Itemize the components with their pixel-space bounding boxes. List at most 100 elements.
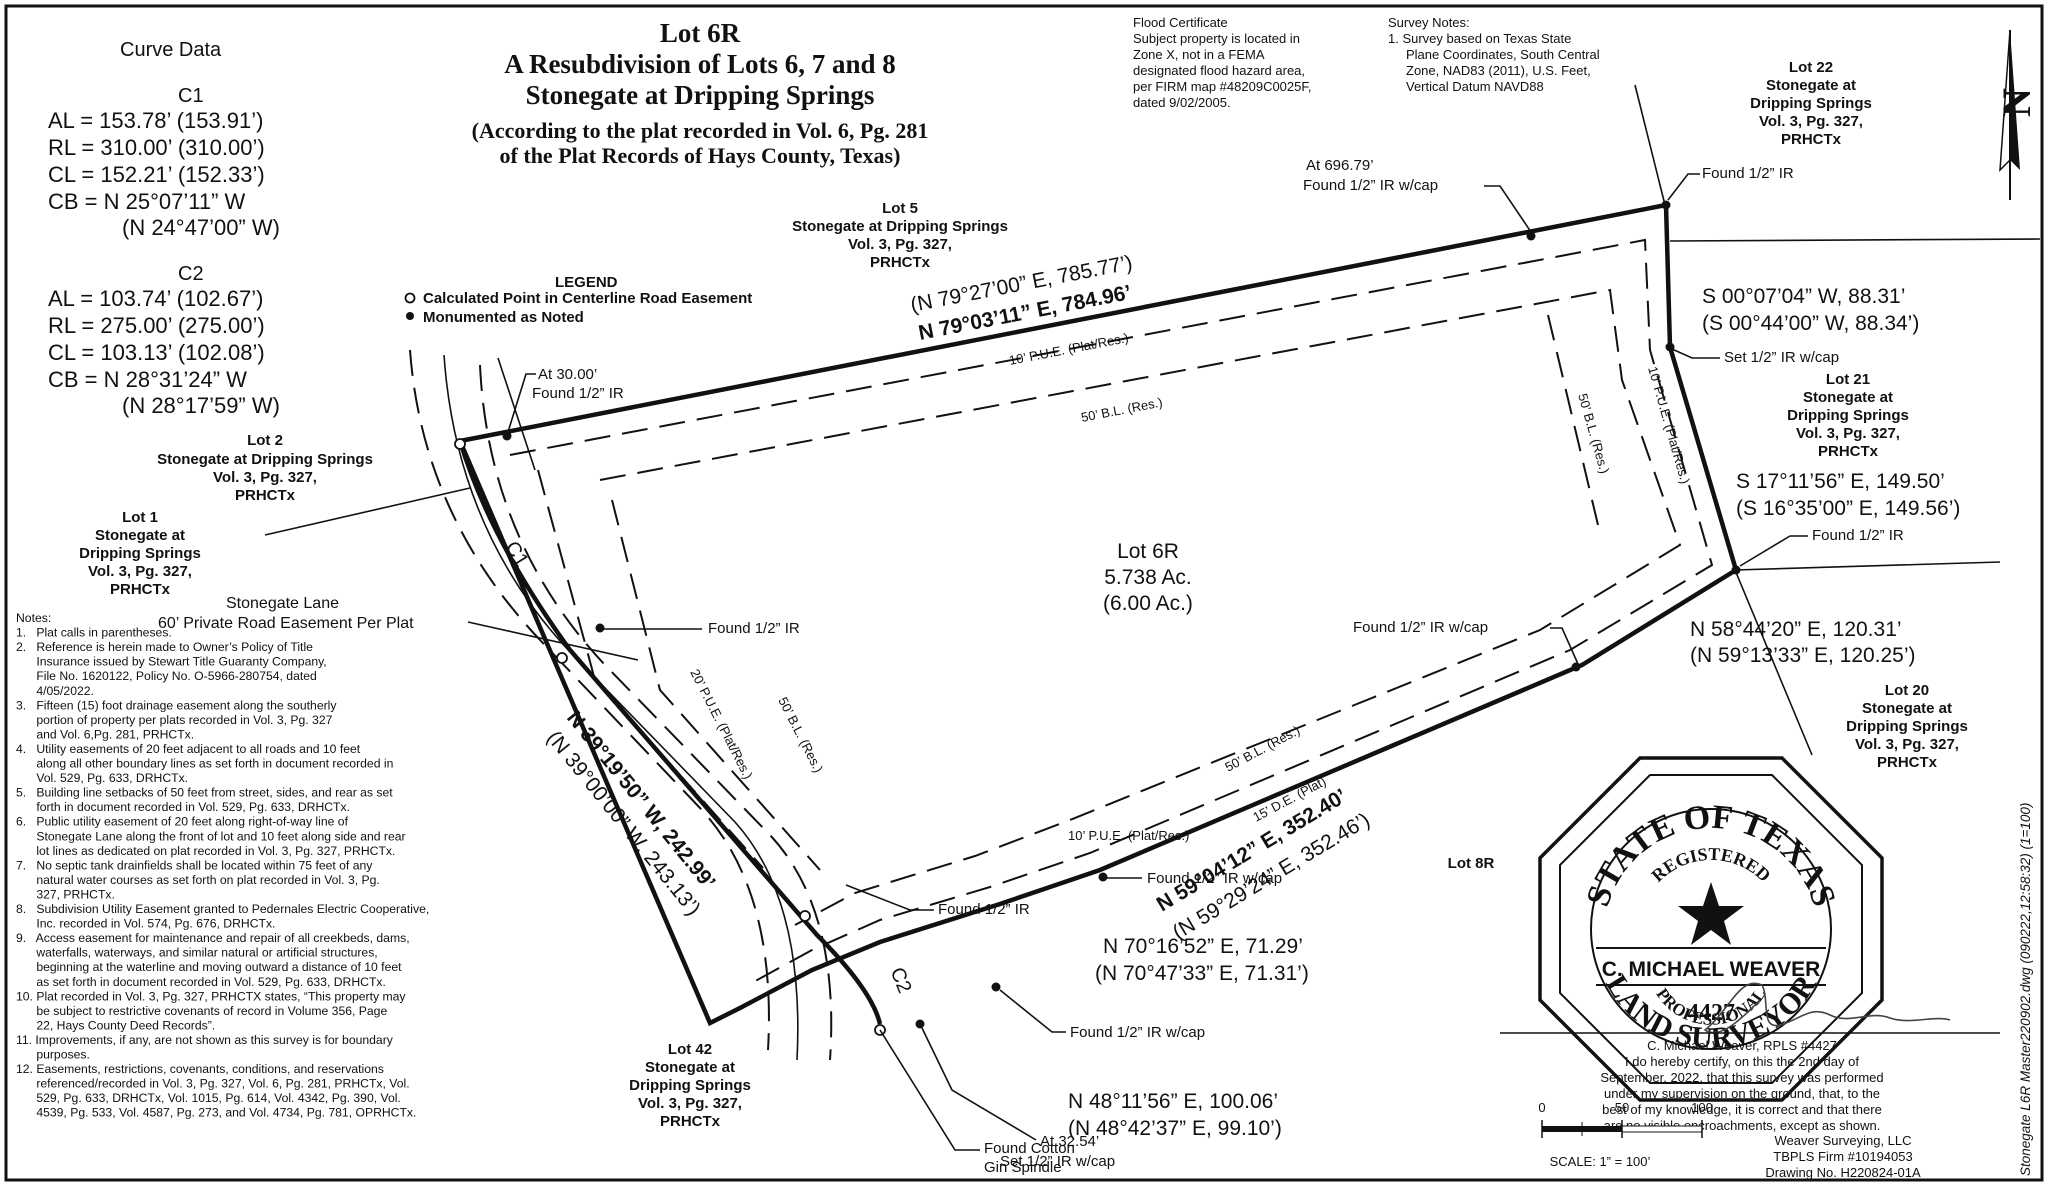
lot-8r-label: Lot 8R [1448, 855, 1495, 872]
note-line: 529, Pg. 633, DRHCTx, Vol. 1015, Pg. 614… [16, 1091, 401, 1105]
svg-text:Lot 42: Lot 42 [668, 1041, 712, 1058]
bl-south-label: 50’ B.L. (Res.) [1222, 723, 1302, 775]
svg-text:Lot 5: Lot 5 [882, 200, 918, 217]
curve-c1-cb: CB = N 25°07’11” W [48, 189, 246, 214]
flood-line-3: Zone X, not in a FEMA [1133, 47, 1265, 62]
at-32-label: At 32.54’ [1040, 1133, 1099, 1150]
svg-text:PRHCTx: PRHCTx [660, 1113, 721, 1130]
sheet-border [4, 4, 2044, 1182]
found-cap-se-label: Found 1/2” IR w/cap [1353, 619, 1488, 636]
scale-label: SCALE: 1” = 100’ [1550, 1154, 1651, 1169]
cert-line-3: September, 2022, that this survey was pe… [1600, 1070, 1883, 1085]
svg-text:Stonegate at: Stonegate at [1766, 77, 1856, 94]
lot-22-label: Lot 22 Stonegate at Dripping Springs Vol… [1750, 59, 1872, 148]
monument-top [1526, 231, 1536, 241]
note-line: 3. Fifteen (15) foot drainage easement a… [16, 698, 337, 712]
lot-5-label: Lot 5 Stonegate at Dripping Springs Vol.… [792, 200, 1008, 271]
cert-line-2: I do hereby certify, on this the 2nd day… [1625, 1054, 1859, 1069]
cotton-gin-label-2: Gin Spindle [984, 1159, 1062, 1176]
note-line: 2. Reference is herein made to Owner’s P… [16, 640, 313, 654]
monument-s1 [1098, 872, 1108, 882]
svg-text:PRHCTx: PRHCTx [1781, 131, 1842, 148]
svg-text:Dripping Springs: Dripping Springs [79, 545, 201, 562]
curve-c1-c2-boundary [457, 440, 883, 1025]
surveyor-signature [1703, 982, 1951, 1034]
bearing-east-1: S 00°07’04” W, 88.31’ [1702, 285, 1905, 308]
svg-text:Vol. 3, Pg. 327,: Vol. 3, Pg. 327, [848, 236, 952, 253]
note-line: portion of property per plats recorded i… [16, 713, 333, 727]
curve-data-heading: Curve Data [120, 39, 222, 61]
curve-data-table: Curve Data C1 AL = 153.78’ (153.91’) RL … [48, 39, 280, 418]
cotton-gin-label-1: Found Cotton [984, 1140, 1075, 1157]
svg-text:(6.00 Ac.): (6.00 Ac.) [1103, 592, 1193, 615]
found-w1-label: Found 1/2” IR [708, 620, 800, 637]
bl-east-label: 50’ B.L. (Res.) [1575, 392, 1612, 476]
flood-certificate: Flood Certificate Subject property is lo… [1133, 15, 1311, 110]
curve-label-c2: C2 [886, 964, 916, 996]
found-ne-label: Found 1/2” IR [1702, 165, 1794, 182]
monument-points [502, 200, 1741, 1029]
lot-labels: Lot 22 Stonegate at Dripping Springs Vol… [79, 59, 1968, 1130]
bearing-sw-1-plat: (N 70°47’33” E, 71.31’) [1095, 962, 1309, 985]
set-cap-sw-label: Set 1/2” IR w/cap [1000, 1153, 1115, 1170]
title-line-3: Stonegate at Dripping Springs [526, 80, 875, 110]
note-line: 10. Plat recorded in Vol. 3, Pg. 327, PR… [16, 989, 406, 1003]
survey-notes: Survey Notes: 1. Survey based on Texas S… [1388, 15, 1600, 94]
curve-c2-name: C2 [178, 263, 204, 285]
seal-name-text: C. MICHAEL WEAVER [1602, 958, 1821, 981]
svg-text:Stonegate at: Stonegate at [95, 527, 185, 544]
set-cap-e-label: Set 1/2” IR w/cap [1724, 349, 1839, 366]
scale-tick-100: 100 [1691, 1100, 1713, 1115]
svg-text:Vol. 3, Pg. 327,: Vol. 3, Pg. 327, [1796, 425, 1900, 442]
calculated-points [454, 438, 886, 1036]
svg-text:Stonegate at: Stonegate at [645, 1059, 735, 1076]
north-arrow-icon: N [1994, 29, 2039, 200]
note-line: along all other boundary lines as set fo… [16, 757, 393, 771]
curve-c2-cb-plat: (N 28°17’59” W) [122, 393, 280, 418]
bearing-se-1-plat: (N 59°13’33” E, 120.25’) [1690, 644, 1916, 667]
lot-6r-boundary [456, 202, 1739, 1027]
note-line: 11. Improvements, if any, are not shown … [16, 1033, 394, 1047]
road-leader [467, 621, 639, 661]
road-easement-label: 60’ Private Road Easement Per Plat [158, 615, 414, 632]
firm-line-1: Weaver Surveying, LLC [1774, 1133, 1911, 1148]
monument-nw [502, 431, 512, 441]
svg-text:Vol. 3, Pg. 327,: Vol. 3, Pg. 327, [1855, 736, 1959, 753]
title-line-4: (According to the plat recorded in Vol. … [472, 118, 929, 143]
survey-notes-line-4: Zone, NAD83 (2011), U.S. Feet, [1406, 63, 1591, 78]
road-name: Stonegate Lane [226, 595, 339, 612]
title-line-2: A Resubdivision of Lots 6, 7 and 8 [504, 49, 896, 79]
svg-text:PRHCTx: PRHCTx [1818, 443, 1879, 460]
seal-outer-octagon [1538, 756, 1884, 1102]
monument-ne [1661, 200, 1671, 210]
found-w2-label: Found 1/2” IR [938, 901, 1030, 918]
scale-bar: 0 50 100 SCALE: 1” = 100’ [1538, 1100, 1712, 1169]
pue-west-label: 20’ P.U.E. (Plat/Res.) [687, 667, 755, 782]
note-line: and Vol. 6,Pg. 281, PRHCTx. [16, 727, 194, 741]
bearing-sw-1: N 70°16’52” E, 71.29’ [1103, 935, 1303, 958]
cert-line-5: best of my knowledge, it is correct and … [1602, 1102, 1882, 1117]
svg-text:Lot 2: Lot 2 [247, 432, 283, 449]
note-line: 12. Easements, restrictions, covenants, … [16, 1062, 384, 1076]
flood-line-5: per FIRM map #48209C0025F, [1133, 79, 1311, 94]
note-line: lot lines as dedicated on plat recorded … [16, 844, 395, 858]
pue-east-label: 10’ P.U.E. (Plat/Res.) [1645, 365, 1693, 486]
found-cap-s2-label: Found 1/2” IR w/cap [1070, 1024, 1205, 1041]
flood-line-2: Subject property is located in [1133, 31, 1300, 46]
note-line: 22, Hays County Deed Records”. [16, 1018, 215, 1032]
note-line: natural water courses as set forth on pl… [16, 873, 380, 887]
bearing-east-1-plat: (S 00°44’00” W, 88.34’) [1702, 312, 1919, 335]
monument-se [1571, 662, 1581, 672]
firm-line-3: Drawing No. H220824-01A [1765, 1165, 1921, 1180]
found-cap-s1-label: Found 1/2” IR w/cap [1147, 870, 1282, 887]
curve-c2-al: AL = 103.74’ (102.67’) [48, 286, 263, 311]
cotton-gin-callout: Found Cotton Gin Spindle [879, 1029, 1075, 1176]
legend-monumented: Monumented as Noted [423, 309, 584, 326]
lot-2-label: Lot 2 Stonegate at Dripping Springs Vol.… [157, 432, 373, 504]
curve-c1-cl: CL = 152.21’ (152.33’) [48, 162, 265, 187]
svg-text:Lot 22: Lot 22 [1789, 59, 1833, 76]
note-line: 7. No septic tank drainfields shall be l… [16, 858, 373, 872]
note-line: 4/05/2022. [16, 684, 94, 698]
note-line: 1. Plat calls in parentheses. [16, 626, 172, 640]
